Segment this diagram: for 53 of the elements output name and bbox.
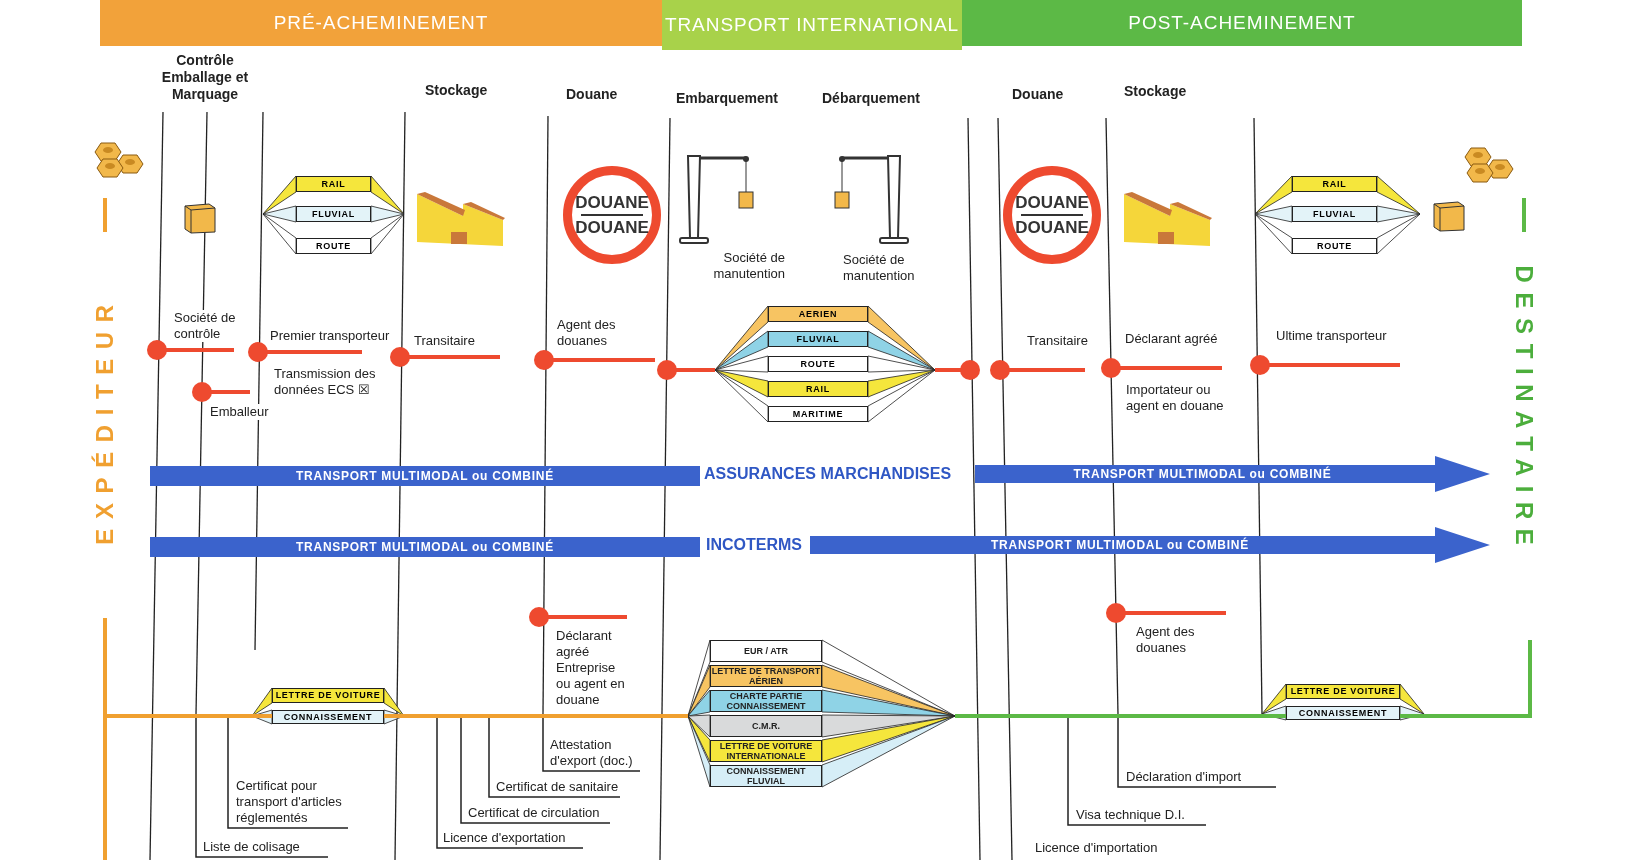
transport-mode-box: ROUTE [296,238,371,254]
transport-mode-box: ROUTE [768,356,868,372]
leader-line [436,717,584,849]
transport-mode-box: RAIL [296,176,371,192]
column-heading: Stockage [425,82,489,99]
transport-arrow: TRANSPORT MULTIMODAL ou COMBINÉ [810,527,1490,563]
document-name: Licence d'exportation [443,829,583,848]
leader-line [195,717,329,858]
sign-text: DOUANE [575,218,649,237]
document-timeline [105,714,688,718]
transport-mode-box: RAIL [768,381,868,397]
document-type-box: EUR / ATR [710,640,822,662]
column-heading: Embarquement [676,90,779,107]
leader-line [1067,717,1207,826]
document-name: Certificat de circulation [468,804,610,823]
transport-mode-box: FLUVIAL [1292,206,1377,222]
document-name: Attestation d'export (doc.) [550,735,640,771]
column-heading: Débarquement [822,90,922,107]
transport-band: TRANSPORT MULTIMODAL ou COMBINÉ [150,466,700,486]
document-name: Visa technique D.I. [1076,806,1206,825]
phase-header-band: TRANSPORT INTERNATIONAL [662,0,962,50]
sign-text: DOUANE [1015,218,1089,237]
leader-line [488,717,621,798]
document-type-box: LETTRE DE TRANSPORT AÉRIEN [710,665,822,687]
column-heading: Contrôle Emballage et Marquage [160,52,250,103]
transport-mode-box: FLUVIAL [768,331,868,347]
leader-line [460,717,611,824]
transport-band: TRANSPORT MULTIMODAL ou COMBINÉ [150,537,700,557]
transport-mode-box: AERIEN [768,306,868,322]
document-name: Déclaration d'import [1126,768,1276,787]
phase-header-band: PRÉ-ACHEMINEMENT [100,0,662,46]
document-name: Liste de colisage [203,838,328,857]
leader-line [1117,717,1277,788]
sender-vertical-label: EXPÉDITEUR [90,294,119,547]
phase-header-band: POST-ACHEMINEMENT [962,0,1522,46]
band-title: ASSURANCES MARCHANDISES [704,464,953,484]
document-name: Certificat pour transport d'articles réglementés [236,770,348,828]
column-heading: Stockage [1124,83,1188,100]
transport-mode-box: RAIL [1292,176,1377,192]
transport-mode-box: ROUTE [1292,238,1377,254]
leader-line [542,717,641,772]
leader-line [227,717,349,829]
document-type-box: CONNAISSEMENT FLUVIAL [710,765,822,787]
column-heading: Douane [566,86,619,103]
transport-mode-box: MARITIME [768,406,868,422]
sign-text: DOUANE [1015,193,1089,212]
band-title: INCOTERMS [706,535,803,555]
sign-text: DOUANE [575,193,649,212]
recipient-vertical-label: DESTINATAIRE [1510,264,1539,557]
transport-mode-box: FLUVIAL [296,206,371,222]
column-heading: Douane [1012,86,1065,103]
document-name: Certificat de sanitaire [496,778,620,797]
transport-arrow: TRANSPORT MULTIMODAL ou COMBINÉ [975,456,1490,492]
